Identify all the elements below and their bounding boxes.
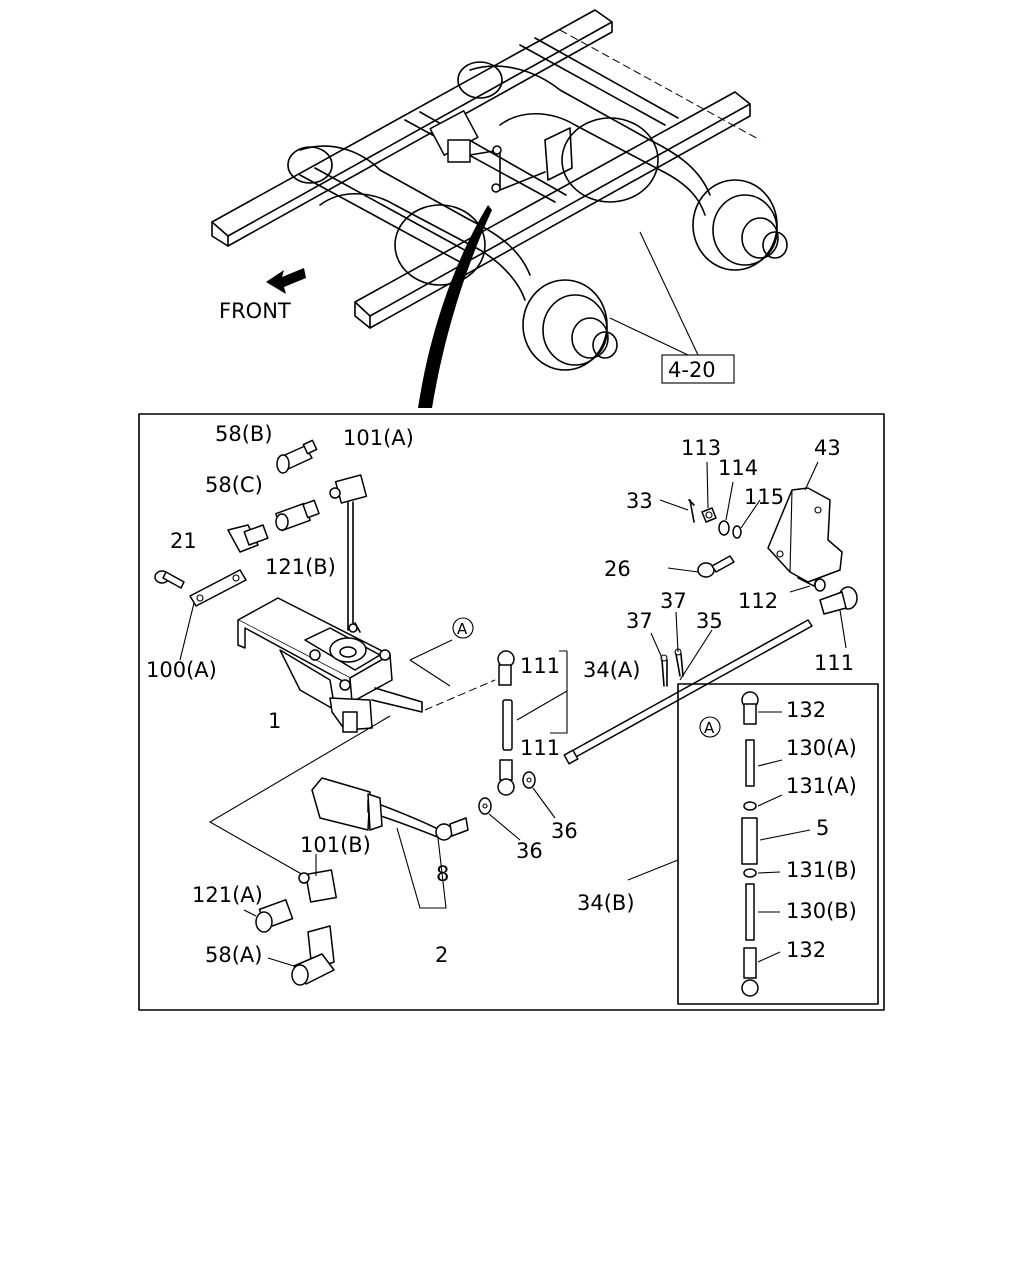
rod-end-111-right [819, 586, 858, 615]
arm-8 [435, 817, 469, 841]
label-121b: 121(B) [265, 555, 336, 579]
label-33: 33 [626, 489, 653, 513]
label-131a: 131(A) [786, 774, 857, 798]
label-58b: 58(B) [215, 422, 273, 446]
bracket-43 [767, 487, 843, 583]
label-1: 1 [268, 709, 281, 733]
label-101b: 101(B) [300, 833, 371, 857]
label-130b: 130(B) [786, 899, 857, 923]
detail-pointer [418, 205, 492, 408]
label-43: 43 [814, 436, 841, 460]
bolt-26 [697, 555, 735, 578]
label-36-b: 36 [551, 819, 578, 843]
fitting-121b [275, 499, 320, 532]
label-8: 8 [436, 862, 449, 886]
fitting-101b [298, 869, 337, 903]
label-35: 35 [696, 609, 723, 633]
fitting-58a [291, 925, 335, 986]
cotter-pin-37-b [674, 648, 684, 677]
label-130a: 130(A) [786, 736, 857, 760]
front-arrow-icon [266, 268, 306, 294]
fitting-101a [329, 474, 368, 631]
label-132-bottom: 132 [786, 938, 826, 962]
pin-130b [745, 883, 755, 941]
nut-113 [701, 507, 717, 523]
chassis-overview: FRONT 4-20 [211, 9, 788, 408]
washer-36-a [478, 797, 492, 815]
label-58c: 58(C) [205, 473, 263, 497]
rod-end-132-bottom [741, 947, 759, 997]
label-37-a: 37 [626, 609, 653, 633]
label-34a: 34(A) [583, 658, 640, 682]
label-121a: 121(A) [192, 883, 263, 907]
label-132-top: 132 [786, 698, 826, 722]
rod-end-132-top [741, 691, 759, 725]
callout-a-main [452, 617, 474, 639]
label-111-upper: 111 [520, 654, 560, 678]
label-131b: 131(B) [786, 858, 857, 882]
callout-a-inset-letter: A [704, 719, 715, 737]
bolt-21 [154, 570, 185, 589]
label-111-lower: 111 [520, 736, 560, 760]
leveling-valve [237, 597, 423, 733]
label-2: 2 [435, 943, 448, 967]
sleeve-5 [741, 817, 758, 865]
label-113: 113 [681, 436, 721, 460]
wheel-hub-front [522, 279, 618, 371]
detail-frame [138, 413, 885, 1011]
front-label: FRONT [219, 299, 291, 323]
reference-label: 4-20 [668, 358, 716, 382]
label-5: 5 [816, 816, 829, 840]
callout-a-main-letter: A [457, 620, 468, 638]
nut-131a [743, 801, 757, 811]
callout-a-inset [699, 716, 721, 738]
label-101a: 101(A) [343, 426, 414, 450]
rod-35 [563, 619, 813, 765]
inset-labels: 132 130(A) 131(A) 5 131(B) 130(B) 132 [786, 698, 857, 962]
leveling-valve-location [429, 110, 573, 193]
label-114: 114 [718, 456, 758, 480]
plate-100a [179, 569, 247, 661]
label-100a: 100(A) [146, 658, 217, 682]
rod-end-111-upper [497, 650, 515, 686]
label-36-a: 36 [516, 839, 543, 863]
actuator-2 [311, 777, 441, 839]
washer-114 [718, 520, 730, 536]
rod-34a [502, 699, 513, 751]
fitting-58c [227, 524, 269, 553]
washer-115 [732, 525, 742, 539]
detail-inset-34b [677, 683, 879, 1005]
part-labels: 58(B) 101(A) 58(C) 21 121(B) 100(A) 1 11… [146, 422, 854, 967]
fitting-58b [276, 439, 318, 474]
wheel-hub-rear [692, 179, 788, 271]
label-26: 26 [604, 557, 631, 581]
label-34b: 34(B) [577, 891, 635, 915]
fitting-121a [255, 899, 294, 933]
rod-end-111-lower [497, 759, 515, 796]
cotter-pin-37-a [660, 654, 668, 687]
label-58a: 58(A) [205, 943, 262, 967]
label-112: 112 [738, 589, 778, 613]
label-111-right: 111 [814, 651, 854, 675]
washer-36-b [522, 771, 536, 789]
label-37-b: 37 [660, 589, 687, 613]
cotter-pin-33 [688, 499, 695, 523]
pin-130a [745, 739, 755, 787]
nut-131b [743, 868, 757, 878]
label-115: 115 [744, 485, 784, 509]
label-21: 21 [170, 529, 197, 553]
